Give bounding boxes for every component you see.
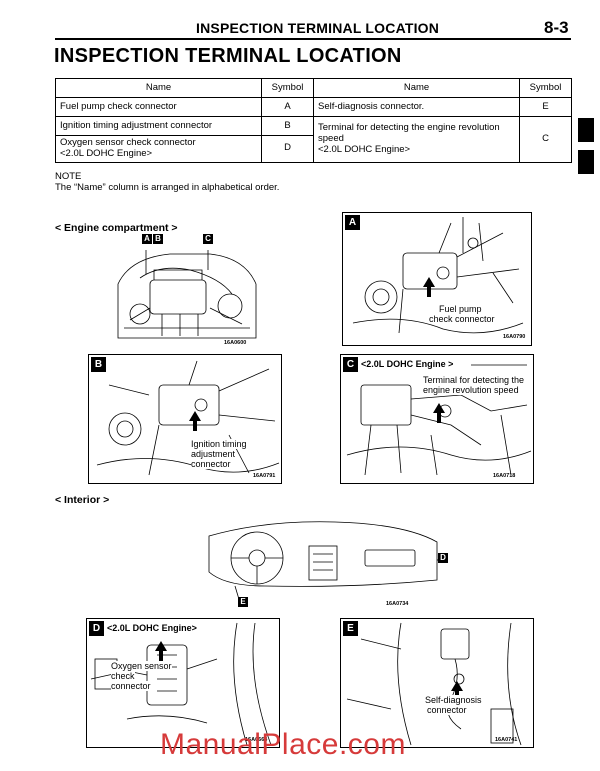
callout-label-line: Oxygen sensor bbox=[111, 661, 172, 671]
panel-engine-variant: <2.0L DOHC Engine > bbox=[361, 359, 454, 369]
table-cell-symbol: A bbox=[261, 97, 314, 117]
table-note: NOTE The “Name” column is arranged in al… bbox=[55, 171, 279, 193]
callout-label-line: connector bbox=[191, 459, 231, 469]
callout-tag-c: C bbox=[203, 234, 213, 244]
table-cell-symbol: D bbox=[261, 135, 314, 163]
table-cell-name-line: <2.0L DOHC Engine> bbox=[60, 147, 153, 159]
figure-code: 16A0791 bbox=[253, 473, 276, 479]
callout-label-line: check connector bbox=[429, 314, 495, 324]
col-header-name: Name bbox=[55, 78, 262, 98]
callout-tag-a: A bbox=[142, 234, 152, 244]
section-engine-compartment: < Engine compartment > bbox=[55, 222, 178, 234]
col-header-name: Name bbox=[313, 78, 520, 98]
figure-code: 16A0741 bbox=[495, 737, 518, 743]
table-row: Ignition timing adjustment connector B T… bbox=[55, 116, 572, 163]
header-rule bbox=[55, 38, 571, 40]
table-cell-name-line: <2.0L DOHC Engine> bbox=[318, 143, 411, 155]
callout-label-line: engine revolution speed bbox=[423, 385, 519, 395]
ignition-timing-illustration bbox=[96, 360, 280, 476]
panel-engine-variant: <2.0L DOHC Engine> bbox=[107, 623, 197, 633]
detail-panel-c: C <2.0L DOHC Engine > Terminal for detec… bbox=[340, 354, 534, 484]
table-cell-name-line: Oxygen sensor check connector bbox=[60, 137, 196, 148]
page-number: 8-3 bbox=[544, 18, 569, 37]
table-cell-symbol: C bbox=[519, 116, 572, 163]
table-row: Oxygen sensor check connector <2.0L DOHC… bbox=[55, 135, 572, 163]
callout-tag-d: D bbox=[438, 553, 448, 563]
panel-tag-b: B bbox=[91, 357, 106, 372]
panel-tag-e: E bbox=[343, 621, 358, 636]
callout-label-line: check bbox=[111, 671, 135, 681]
callout-label-line: adjustment bbox=[191, 449, 236, 459]
table-cell-name-line: Terminal for detecting the engine revolu… bbox=[318, 122, 500, 144]
table-cell-name: Fuel pump check connector bbox=[55, 97, 262, 117]
col-header-symbol: Symbol bbox=[261, 78, 314, 98]
table-cell-name: Terminal for detecting the engine revolu… bbox=[313, 116, 520, 163]
table-cell-name: Oxygen sensor check connector <2.0L DOHC… bbox=[55, 135, 262, 163]
figure-code: 16A0790 bbox=[503, 334, 526, 340]
callout-label-line: Fuel pump bbox=[439, 304, 482, 314]
note-text: The “Name” column is arranged in alphabe… bbox=[55, 182, 280, 193]
callout-label-line: Ignition timing bbox=[191, 439, 247, 449]
callout-label-line: connector bbox=[111, 681, 151, 691]
callout-label-line: connector bbox=[427, 705, 467, 715]
detail-panel-b: B Ignition timing adjustment connector 1… bbox=[88, 354, 282, 484]
detail-panel-d: D <2.0L DOHC Engine> Oxygen sensor check… bbox=[86, 618, 280, 748]
callout-tag-e: E bbox=[238, 597, 248, 607]
engine-compartment-illustration bbox=[117, 250, 257, 339]
figure-code: 16A0600 bbox=[224, 340, 247, 346]
col-header-symbol: Symbol bbox=[519, 78, 572, 98]
callout-label-line: Terminal for detecting the bbox=[423, 375, 525, 385]
engine-speed-terminal-illustration bbox=[346, 364, 532, 476]
dashboard-illustration bbox=[208, 521, 443, 607]
panel-tag-c: C bbox=[343, 357, 358, 372]
figure-code: 16A0664 bbox=[245, 737, 268, 743]
detail-panel-a: A Fuel pump check connector 16A0790 bbox=[342, 212, 532, 346]
callout-tag-b: B bbox=[153, 234, 163, 244]
figure-code: 16A0718 bbox=[493, 473, 516, 479]
page-title: INSPECTION TERMINAL LOCATION bbox=[54, 45, 402, 67]
running-header-title: INSPECTION TERMINAL LOCATION bbox=[196, 20, 440, 36]
table-cell-name: Ignition timing adjustment connector bbox=[55, 116, 262, 136]
watermark: ManualPlace.com bbox=[160, 728, 406, 761]
note-label: NOTE bbox=[55, 171, 82, 182]
terminal-table: Name Symbol Name Symbol Fuel pump check … bbox=[55, 78, 572, 163]
panel-tag-a: A bbox=[345, 215, 360, 230]
table-cell-symbol: E bbox=[519, 97, 572, 117]
fuel-pump-illustration bbox=[352, 217, 524, 334]
table-header-row: Name Symbol Name Symbol bbox=[55, 78, 572, 98]
section-thumb-tab bbox=[578, 118, 594, 142]
detail-panel-e: E Self-diagnosis connector 16A0741 bbox=[340, 618, 534, 748]
section-interior: < Interior > bbox=[55, 494, 110, 506]
panel-tag-d: D bbox=[89, 621, 104, 636]
figure-code: 16A0734 bbox=[386, 601, 409, 607]
table-cell-symbol: B bbox=[261, 116, 314, 136]
section-thumb-tab bbox=[578, 150, 594, 174]
table-row: Fuel pump check connector A Self-diagnos… bbox=[55, 97, 572, 117]
table-cell-name: Self-diagnosis connector. bbox=[313, 97, 520, 117]
callout-label-line: Self-diagnosis bbox=[425, 695, 482, 705]
